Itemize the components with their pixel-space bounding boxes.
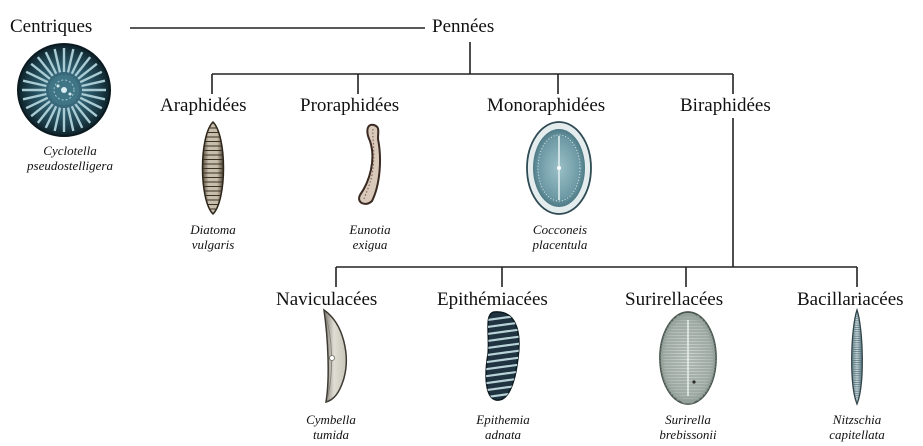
genus-name: Cymbella — [276, 412, 386, 427]
cocconeis-specimen — [525, 120, 593, 216]
epithemia-specimen — [480, 308, 524, 404]
diatoma-specimen — [197, 120, 229, 216]
label-pennees: Pennées — [432, 17, 494, 36]
label-epithemiacees: Epithémiacées — [437, 290, 548, 309]
genus-name: Diatoma — [158, 222, 268, 237]
genus-name: Eunotia — [315, 222, 425, 237]
species-epithemia: Epithemia adnata — [448, 412, 558, 442]
label-naviculacees: Naviculacées — [276, 290, 377, 309]
label-proraphidees: Proraphidées — [300, 96, 399, 115]
genus-name: Cocconeis — [505, 222, 615, 237]
label-bacillariacees: Bacillariacées — [797, 290, 904, 309]
nitzschia-specimen — [845, 308, 869, 406]
label-monoraphidees: Monoraphidées — [487, 96, 605, 115]
epithet-name: brebissonii — [633, 427, 743, 442]
species-cyclotella: Cyclotella pseudostelligera — [0, 143, 140, 173]
label-surirellacees: Surirellacées — [625, 290, 723, 309]
genus-name: Nitzschia — [802, 412, 912, 427]
epithet-name: vulgaris — [158, 237, 268, 252]
epithet-name: pseudostelligera — [0, 158, 140, 173]
genus-name: Surirella — [633, 412, 743, 427]
label-biraphidees: Biraphidées — [680, 96, 771, 115]
epithet-name: tumida — [276, 427, 386, 442]
species-nitzschia: Nitzschia capitellata — [802, 412, 912, 442]
cyclotella-specimen — [16, 42, 112, 138]
species-cocconeis: Cocconeis placentula — [505, 222, 615, 252]
surirella-specimen — [658, 310, 718, 406]
genus-name: Cyclotella — [0, 143, 140, 158]
species-surirella: Surirella brebissonii — [633, 412, 743, 442]
epithet-name: placentula — [505, 237, 615, 252]
species-diatoma: Diatoma vulgaris — [158, 222, 268, 252]
eunotia-specimen — [346, 119, 388, 209]
epithet-name: exigua — [315, 237, 425, 252]
cymbella-specimen — [314, 308, 354, 404]
genus-name: Epithemia — [448, 412, 558, 427]
species-cymbella: Cymbella tumida — [276, 412, 386, 442]
epithet-name: adnata — [448, 427, 558, 442]
label-centriques: Centriques — [10, 17, 92, 36]
label-araphidees: Araphidées — [160, 96, 247, 115]
species-eunotia: Eunotia exigua — [315, 222, 425, 252]
epithet-name: capitellata — [802, 427, 912, 442]
